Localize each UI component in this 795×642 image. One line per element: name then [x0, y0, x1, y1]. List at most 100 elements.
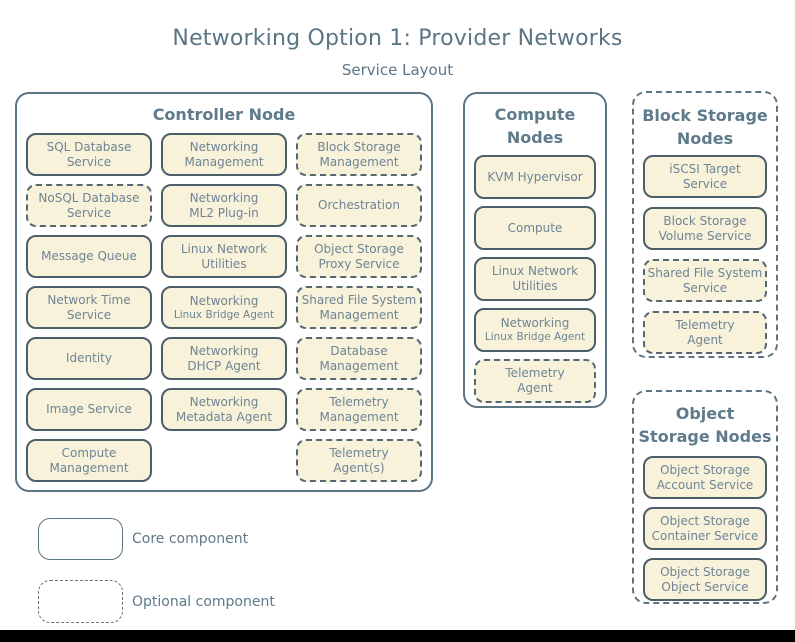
- service-label-line: Networking: [189, 190, 259, 205]
- service-label-line: Object Storage: [660, 564, 750, 579]
- service-label-line: Image Service: [46, 402, 132, 416]
- group-title-line: Nodes: [506, 128, 564, 147]
- service-box-message-queue: Message Queue: [26, 235, 152, 278]
- service-label-line: Volume Service: [658, 228, 752, 243]
- service-label-line: Object Storage: [660, 513, 750, 528]
- service-sublabel-line: Linux Bridge Agent: [484, 331, 586, 343]
- group-title-line: Nodes: [676, 129, 734, 148]
- service-label-line: Proxy Service: [318, 256, 400, 271]
- service-label-line: Message Queue: [41, 249, 137, 263]
- group-title-line: Block Storage: [642, 106, 768, 125]
- service-label-line: Block Storage: [317, 139, 401, 154]
- service-box-compute: Compute: [474, 206, 596, 250]
- service-label-line: Telemetry: [329, 394, 389, 409]
- service-label-line: Utilities: [201, 256, 247, 271]
- service-label-line: Account Service: [656, 477, 754, 492]
- service-label-line: Service: [66, 205, 112, 220]
- service-label-line: Compute: [61, 445, 117, 460]
- group-title-line: Controller Node: [152, 105, 296, 124]
- service-label-line: Networking: [189, 394, 259, 409]
- page-title: Networking Option 1: Provider Networks: [172, 26, 623, 51]
- service-label-line: Service: [682, 280, 728, 295]
- legend-optional-swatch: [38, 580, 123, 623]
- service-label-line: Agent: [517, 381, 553, 395]
- service-label-line: Management: [49, 460, 129, 475]
- service-box-kvm-hypervisor: KVM Hypervisor: [474, 155, 596, 199]
- service-label-line: Object Storage: [314, 241, 404, 256]
- service-box-identity: Identity: [26, 337, 152, 380]
- group-title: Controller Node: [17, 103, 431, 126]
- service-label-line: Management: [319, 307, 399, 322]
- service-sublabel-line: Linux Bridge Agent: [173, 308, 275, 321]
- service-label-line: Telemetry: [505, 366, 565, 380]
- service-box-image-service: Image Service: [26, 388, 152, 431]
- service-label-line: Object Storage: [660, 462, 750, 477]
- service-label-line: Database: [330, 343, 388, 358]
- group-title-line: Storage Nodes: [638, 427, 772, 446]
- service-label-line: Compute: [507, 220, 563, 235]
- group-title-line: Object: [675, 404, 735, 423]
- service-label-line: Networking: [500, 316, 570, 330]
- service-label-line: Service: [66, 307, 112, 322]
- legend-optional-label: Optional component: [132, 594, 275, 610]
- service-label-line: Agent(s): [333, 460, 385, 475]
- service-label-line: Service: [682, 176, 728, 191]
- service-label-line: Object Service: [661, 579, 749, 594]
- group-title-line: Compute: [494, 105, 576, 124]
- service-label-line: Management: [319, 409, 399, 424]
- service-label-line: Agent: [687, 332, 723, 347]
- service-label-line: Orchestration: [318, 198, 400, 212]
- bottom-bar: [0, 630, 795, 642]
- legend-core-swatch: [38, 518, 123, 560]
- service-label-line: Identity: [66, 351, 112, 365]
- service-label-line: SQL Database: [46, 139, 132, 154]
- service-label-line: Management: [319, 154, 399, 169]
- service-label-line: Management: [184, 154, 264, 169]
- service-label-line: Linux Network: [180, 241, 268, 256]
- service-label-line: NoSQL Database: [38, 190, 140, 205]
- service-label-line: Network Time: [47, 292, 131, 307]
- page-subtitle: Service Layout: [341, 61, 454, 79]
- service-label-line: DHCP Agent: [187, 358, 261, 373]
- service-label-line: Block Storage: [663, 213, 747, 228]
- service-label-line: Networking: [189, 343, 259, 358]
- service-label-line: Container Service: [651, 528, 759, 543]
- service-label-line: Service: [66, 154, 112, 169]
- service-label-line: iSCSI Target: [669, 161, 741, 176]
- service-label-line: Networking: [189, 139, 259, 154]
- service-label-line: Shared File System: [301, 292, 417, 307]
- service-label-line: Utilities: [512, 279, 558, 293]
